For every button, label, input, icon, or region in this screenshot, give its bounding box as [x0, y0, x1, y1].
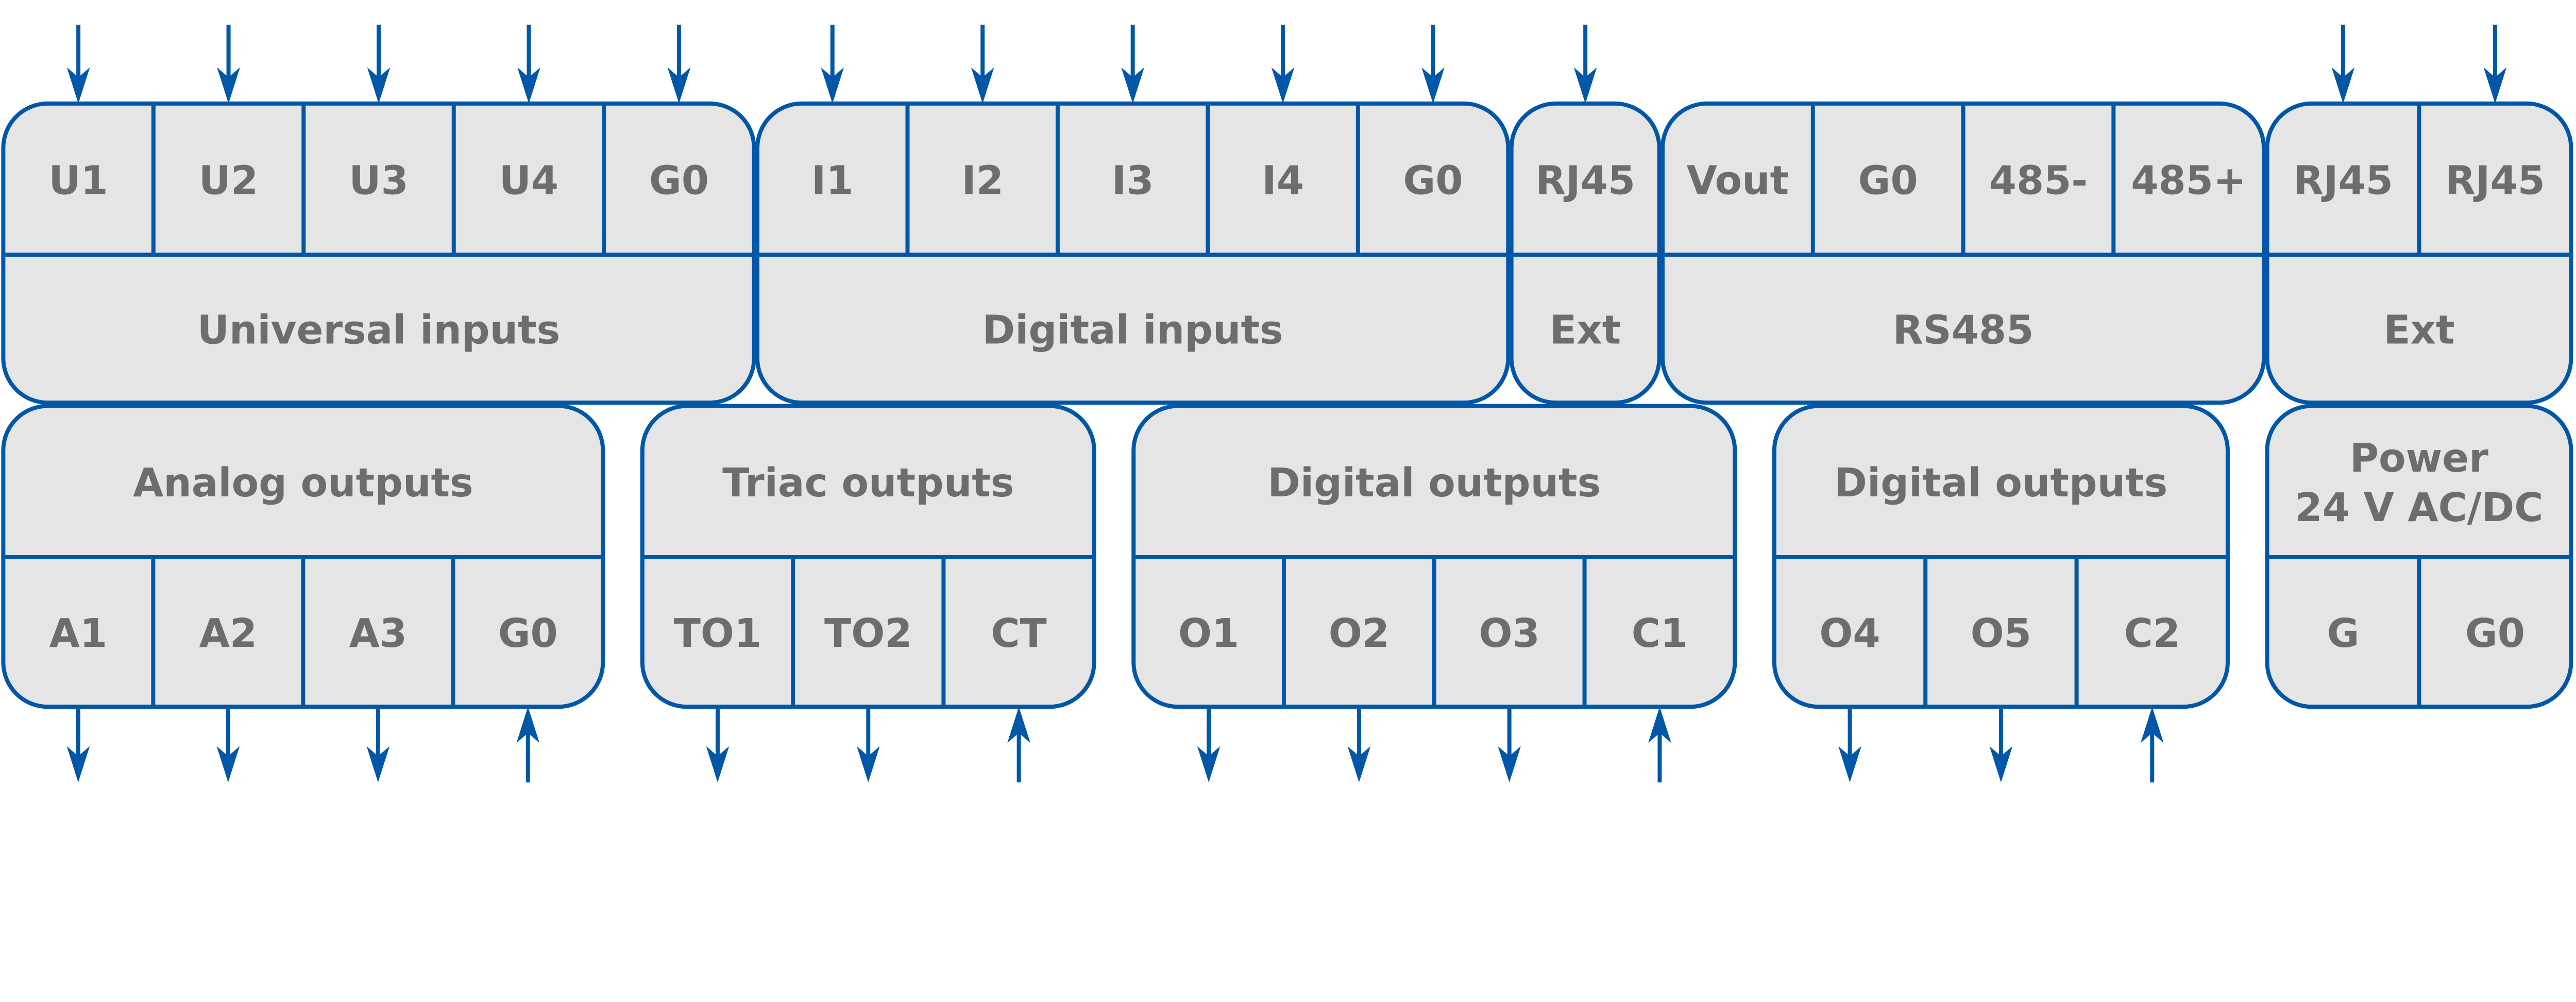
arrow-head-icon [667, 67, 691, 104]
block-label: 24 V AC/DC [2295, 485, 2543, 531]
pin-label: O5 [1971, 611, 2031, 657]
arrow-head-icon [856, 746, 880, 782]
block-label: RS485 [1893, 307, 2034, 353]
pin-label: G0 [1858, 158, 1918, 204]
pin-label: I2 [961, 158, 1004, 204]
arrow-head-icon [2331, 67, 2355, 104]
pin-label: O3 [1479, 611, 1540, 657]
block-label: Ext [2383, 307, 2454, 353]
pin-label: O2 [1329, 611, 1389, 657]
pin-label: Vout [1687, 158, 1789, 204]
arrow-head-icon [1007, 707, 1030, 743]
pin-label: O4 [1819, 611, 1880, 657]
arrow-head-icon [1121, 67, 1144, 104]
pin-label: 485- [1989, 158, 2088, 204]
pin-label: U2 [199, 158, 258, 204]
pin-label: RJ45 [2445, 158, 2545, 204]
arrow-head-icon [2140, 707, 2164, 743]
arrow-head-icon [517, 67, 540, 104]
pin-label: U3 [349, 158, 408, 204]
pin-label: G0 [498, 611, 558, 657]
arrow-head-icon [367, 67, 391, 104]
terminal-block: O4 O5 C2 Digital outputs [1772, 404, 2230, 782]
pin-label: I3 [1112, 158, 1154, 204]
pin-label: I4 [1262, 158, 1304, 204]
arrow-head-icon [1838, 746, 1861, 782]
arrow-head-icon [706, 746, 730, 782]
pin-label: O1 [1178, 611, 1239, 657]
arrow-head-icon [1347, 746, 1371, 782]
terminal-block: TO1 TO2 CT Triac outputs [640, 404, 1096, 782]
pin-label: U1 [48, 158, 108, 204]
block-label: Analog outputs [133, 460, 473, 506]
pin-label: G0 [1403, 158, 1463, 204]
block-label: Digital outputs [1835, 460, 2168, 506]
pin-label: U4 [499, 158, 558, 204]
arrow-head-icon [2483, 67, 2507, 104]
pin-label: CT [991, 611, 1046, 657]
arrow-head-icon [1271, 67, 1295, 104]
terminal-block: A1 A2 A3 G0 Analog outputs [1, 404, 605, 782]
pin-label: A3 [349, 611, 407, 657]
arrow-head-icon [66, 67, 90, 104]
pin-label: G [2327, 611, 2360, 657]
arrow-head-icon [1197, 746, 1221, 782]
pin-label: A1 [49, 611, 107, 657]
block-label: Ext [1550, 307, 1621, 353]
pin-label: TO1 [674, 611, 761, 657]
pin-label: 485+ [2131, 158, 2246, 204]
block-label: Power [2350, 436, 2488, 481]
pin-label: RJ45 [1535, 158, 1635, 204]
arrow-head-icon [821, 67, 844, 104]
pin-label: G0 [649, 158, 709, 204]
terminal-block: O1 O2 O3 C1 Digital outputs [1131, 404, 1737, 782]
arrow-head-icon [216, 746, 240, 782]
arrow-head-icon [1498, 746, 1521, 782]
terminal-block: Vout G0 485- 485+ RS485 [1660, 101, 2266, 405]
pin-label: G0 [2465, 611, 2525, 657]
arrow-head-icon [1421, 67, 1445, 104]
arrow-head-icon [516, 707, 540, 743]
pin-label: RJ45 [2293, 158, 2393, 204]
arrow-head-icon [1648, 707, 1671, 743]
arrow-head-icon [66, 746, 90, 782]
block-label: Digital outputs [1267, 460, 1601, 506]
pin-label: C1 [1632, 611, 1688, 657]
arrow-head-icon [217, 67, 240, 104]
arrow-head-icon [1573, 67, 1597, 104]
block-label: Universal inputs [197, 307, 560, 353]
block-label: Digital inputs [982, 307, 1283, 353]
pin-label: I1 [811, 158, 854, 204]
arrow-head-icon [971, 67, 994, 104]
arrow-head-icon [1989, 746, 2013, 782]
block-label: Triac outputs [722, 460, 1014, 506]
pin-label: TO2 [824, 611, 912, 657]
arrow-head-icon [366, 746, 390, 782]
pin-label: C2 [2124, 611, 2180, 657]
pin-label: A2 [199, 611, 257, 657]
